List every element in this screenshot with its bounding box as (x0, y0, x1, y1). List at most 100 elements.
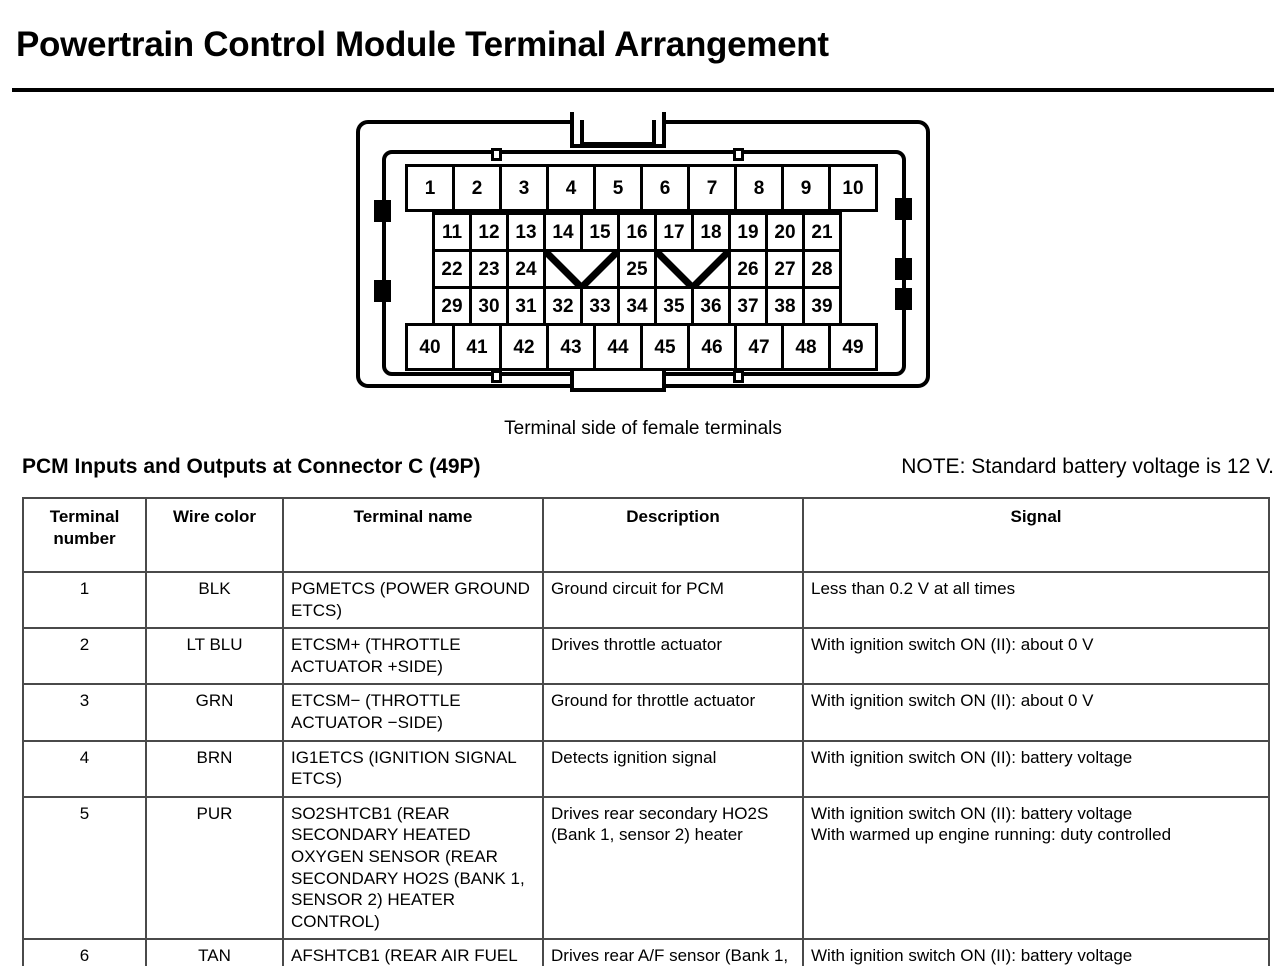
column-header-description: Description (542, 496, 804, 574)
pin-cell-unused (654, 249, 731, 289)
column-header-signal: Signal (802, 496, 1270, 574)
pin-cell-22: 22 (432, 249, 472, 289)
column-header-terminal-number: Terminal number (22, 496, 147, 574)
column-header-terminal-name: Terminal name (282, 496, 544, 574)
connector-top-latch-inner (580, 120, 656, 146)
wire-color-cell: GRN (145, 683, 284, 742)
pin-cell-13: 13 (506, 212, 546, 252)
diagram-caption: Terminal side of female terminals (504, 418, 782, 439)
wire-color-cell: TAN (145, 938, 284, 966)
description-cell: Drives rear A/F sensor (Bank 1, sensor 1… (542, 938, 804, 966)
pin-cell-23: 23 (469, 249, 509, 289)
pin-cell-37: 37 (728, 286, 768, 326)
connector-lock-tab-right-1 (895, 198, 912, 220)
pin-cell-31: 31 (506, 286, 546, 326)
pin-cell-35: 35 (654, 286, 694, 326)
connector-lock-tab-right-3 (895, 288, 912, 310)
pin-cell-16: 16 (617, 212, 657, 252)
pin-cell-24: 24 (506, 249, 546, 289)
terminal-name-cell: IG1ETCS (IGNITION SIGNAL ETCS) (282, 739, 544, 798)
pin-cell-41: 41 (452, 323, 502, 371)
pin-cell-36: 36 (691, 286, 731, 326)
pin-cell-9: 9 (781, 164, 831, 212)
pcm-io-table: Terminal number Wire color Terminal name… (22, 496, 1270, 966)
connector-lock-tab-left-2 (374, 280, 391, 302)
connector-lock-tab-left-1 (374, 200, 391, 222)
terminal-number-cell: 5 (22, 795, 147, 941)
pin-cell-39: 39 (802, 286, 842, 326)
pin-cell-25: 25 (617, 249, 657, 289)
pin-cell-44: 44 (593, 323, 643, 371)
title-divider (12, 88, 1274, 92)
signal-cell: With ignition switch ON (II): about 0 V (802, 627, 1270, 686)
signal-cell: With ignition switch ON (II): battery vo… (802, 938, 1270, 966)
table-header-row: Terminal number Wire color Terminal name… (22, 496, 1270, 574)
terminal-name-cell: ETCSM− (THROTTLE ACTUATOR −SIDE) (282, 683, 544, 742)
pin-cell-26: 26 (728, 249, 768, 289)
wire-color-cell: LT BLU (145, 627, 284, 686)
pin-cell-27: 27 (765, 249, 805, 289)
terminal-number-cell: 3 (22, 683, 147, 742)
description-cell: Detects ignition signal (542, 739, 804, 798)
terminal-name-cell: SO2SHTCB1 (REAR SECONDARY HEATED OXYGEN … (282, 795, 544, 941)
terminal-number-cell: 1 (22, 571, 147, 630)
pin-cell-29: 29 (432, 286, 472, 326)
pin-cell-45: 45 (640, 323, 690, 371)
pin-cell-5: 5 (593, 164, 643, 212)
terminal-name-cell: AFSHTCB1 (REAR AIR FUEL RATIO (REAR A/F)… (282, 938, 544, 966)
pin-cell-34: 34 (617, 286, 657, 326)
pin-cell-47: 47 (734, 323, 784, 371)
connector-notch-top-right (733, 148, 744, 161)
section-heading: PCM Inputs and Outputs at Connector C (4… (22, 455, 481, 478)
pin-cell-15: 15 (580, 212, 620, 252)
pin-cell-30: 30 (469, 286, 509, 326)
pin-cell-40: 40 (405, 323, 455, 371)
wire-color-cell: BLK (145, 571, 284, 630)
signal-cell: Less than 0.2 V at all times (802, 571, 1270, 630)
pin-cell-46: 46 (687, 323, 737, 371)
pin-cell-28: 28 (802, 249, 842, 289)
section-note: NOTE: Standard battery voltage is 12 V. (901, 455, 1274, 478)
pin-cell-17: 17 (654, 212, 694, 252)
description-cell: Ground for throttle actuator (542, 683, 804, 742)
pin-cell-12: 12 (469, 212, 509, 252)
connector-notch-bottom-left (491, 370, 502, 383)
pin-cell-11: 11 (432, 212, 472, 252)
pin-cell-42: 42 (499, 323, 549, 371)
signal-cell: With ignition switch ON (II): battery vo… (802, 795, 1270, 941)
pin-cell-14: 14 (543, 212, 583, 252)
pin-cell-6: 6 (640, 164, 690, 212)
description-cell: Ground circuit for PCM (542, 571, 804, 630)
pin-cell-8: 8 (734, 164, 784, 212)
pin-cell-49: 49 (828, 323, 878, 371)
connector-notch-bottom-right (733, 370, 744, 383)
page-title: Powertrain Control Module Terminal Arran… (16, 25, 829, 65)
pin-cell-7: 7 (687, 164, 737, 212)
pin-cell-19: 19 (728, 212, 768, 252)
signal-cell: With ignition switch ON (II): battery vo… (802, 739, 1270, 798)
pin-cell-21: 21 (802, 212, 842, 252)
pin-cell-33: 33 (580, 286, 620, 326)
connector-lock-tab-right-2 (895, 258, 912, 280)
pin-cell-3: 3 (499, 164, 549, 212)
terminal-number-cell: 6 (22, 938, 147, 966)
signal-cell: With ignition switch ON (II): about 0 V (802, 683, 1270, 742)
pin-cell-20: 20 (765, 212, 805, 252)
pin-cell-4: 4 (546, 164, 596, 212)
description-cell: Drives throttle actuator (542, 627, 804, 686)
wire-color-cell: PUR (145, 795, 284, 941)
terminal-number-cell: 2 (22, 627, 147, 686)
